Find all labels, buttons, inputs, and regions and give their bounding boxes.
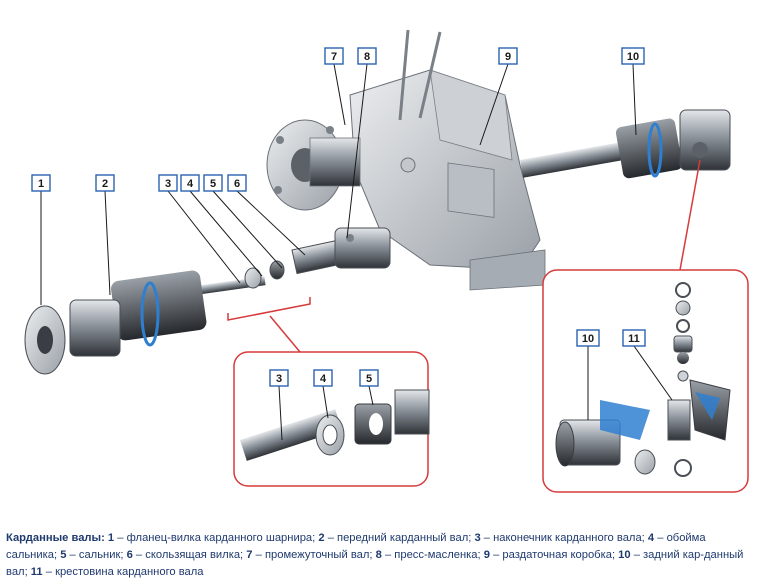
svg-text:4: 4 xyxy=(187,178,194,190)
svg-text:5: 5 xyxy=(366,373,372,385)
caption-num: 7 xyxy=(246,549,253,561)
caption-num: 8 xyxy=(375,549,382,561)
caption-text: – промежуточный вал; xyxy=(252,549,376,561)
label-5: 5 xyxy=(203,174,223,192)
caption-num: 11 xyxy=(30,566,43,578)
caption-text: – сальник; xyxy=(66,549,127,561)
caption-text: – скользящая вилка; xyxy=(132,549,247,561)
cardan-shaft-diagram: 1 2 3 4 5 6 7 8 9 10 3 4 xyxy=(24,29,749,493)
label-10: 10 xyxy=(621,47,645,65)
label-2: 2 xyxy=(95,174,115,192)
svg-text:3: 3 xyxy=(276,373,282,385)
caption-text: – фланец-вилка карданного шарнира; xyxy=(114,532,319,544)
caption-num: 3 xyxy=(474,532,481,544)
label-8: 8 xyxy=(357,47,377,65)
callout-line-right xyxy=(679,159,701,271)
caption-num: 5 xyxy=(60,549,67,561)
caption-text: – пресс-масленка; xyxy=(381,549,484,561)
caption-title: Карданные валы: xyxy=(6,532,105,544)
caption-text: – задний кар- xyxy=(630,549,705,561)
caption-num: 1 xyxy=(107,532,115,544)
intermediate-shaft xyxy=(266,119,361,211)
transfer-case xyxy=(349,29,546,291)
inset-label-4: 4 xyxy=(313,369,333,387)
leader-lines xyxy=(40,63,673,441)
svg-text:3: 3 xyxy=(165,178,171,190)
svg-text:6: 6 xyxy=(234,178,240,190)
callout-line-bottom xyxy=(269,315,301,353)
caption-text: данный вал; xyxy=(6,549,744,578)
svg-text:5: 5 xyxy=(210,178,216,190)
svg-text:10: 10 xyxy=(627,51,639,63)
shaft-end-parts xyxy=(244,227,391,289)
inset-cross-detail xyxy=(542,269,749,493)
label-9: 9 xyxy=(498,47,518,65)
svg-text:7: 7 xyxy=(331,51,337,63)
caption-text: – раздаточная коробка; xyxy=(489,549,619,561)
figure-caption: Карданные валы: 1 – фланец-вилка карданн… xyxy=(6,530,756,581)
inset-label-11: 11 xyxy=(622,329,646,347)
front-cardan-shaft xyxy=(24,270,266,375)
caption-text: – наконечник карданного вала; xyxy=(480,532,648,544)
rear-cardan-shaft xyxy=(520,109,731,179)
svg-text:9: 9 xyxy=(505,51,511,63)
caption-num: 2 xyxy=(318,532,325,544)
inset-label-3: 3 xyxy=(269,369,289,387)
caption-num: 10 xyxy=(618,549,631,561)
svg-text:1: 1 xyxy=(38,178,44,190)
svg-text:4: 4 xyxy=(320,373,327,385)
caption-num: 9 xyxy=(483,549,490,561)
svg-text:10: 10 xyxy=(582,333,594,345)
callout-bracket xyxy=(227,297,311,321)
caption-text: – крестовина карданного вала xyxy=(42,566,204,578)
label-6: 6 xyxy=(227,174,247,192)
caption-num: 6 xyxy=(126,549,133,561)
svg-text:8: 8 xyxy=(364,51,370,63)
inset-label-10: 10 xyxy=(576,329,600,347)
label-3: 3 xyxy=(158,174,178,192)
label-4: 4 xyxy=(180,174,200,192)
svg-text:2: 2 xyxy=(102,178,108,190)
label-7: 7 xyxy=(324,47,344,65)
caption-text: – передний карданный вал; xyxy=(324,532,475,544)
label-1: 1 xyxy=(31,174,51,192)
caption-num: 4 xyxy=(647,532,655,544)
inset-label-5: 5 xyxy=(359,369,379,387)
caption-text: – обойма сальника; xyxy=(6,532,706,561)
svg-text:11: 11 xyxy=(628,333,640,345)
